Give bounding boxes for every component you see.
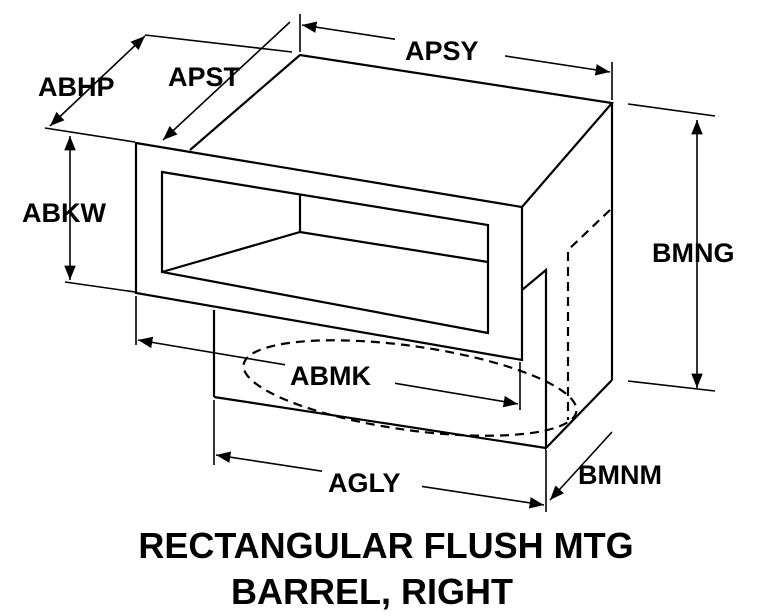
label-apsy: APSY (405, 36, 479, 66)
label-abhp: ABHP (38, 72, 115, 102)
title-line-2: BARREL, RIGHT (231, 571, 513, 612)
label-abmk: ABMK (290, 361, 371, 391)
label-apst: APST (168, 62, 241, 92)
title-line-1: RECTANGULAR FLUSH MTG (138, 525, 633, 566)
label-abkw: ABKW (22, 198, 106, 228)
dimension-lines (44, 14, 716, 512)
label-bmnm: BMNM (578, 460, 662, 490)
part-outline (134, 53, 615, 451)
label-agly: AGLY (328, 468, 401, 498)
label-bmng: BMNG (652, 238, 735, 268)
